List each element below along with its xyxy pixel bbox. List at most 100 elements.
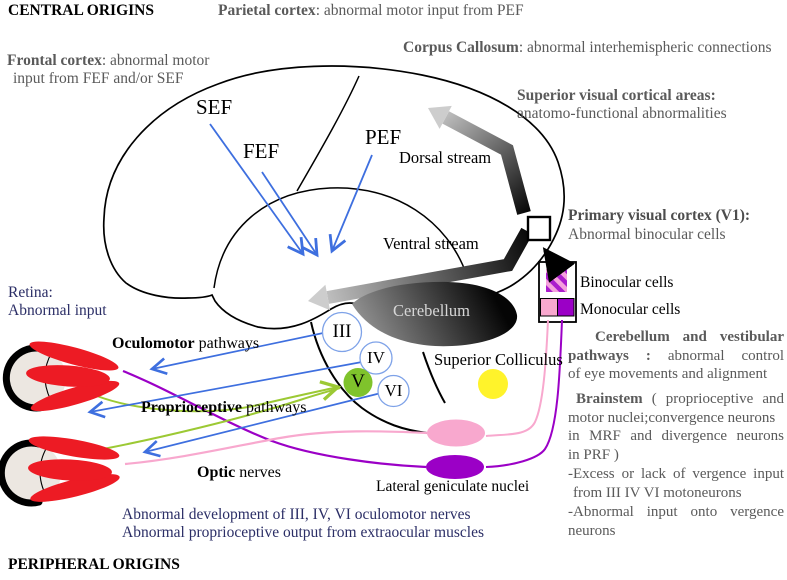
monocular-pink-swatch — [540, 298, 558, 317]
dorsal-stream-arrow — [442, 111, 531, 215]
frontal-annotation-rest: : abnormal motor — [101, 52, 210, 69]
cv-line2-bold: pathways : — [568, 347, 651, 364]
cells-legend-box — [538, 261, 577, 323]
lower-eyeball — [1, 443, 61, 503]
oculomotor-line-iii — [149, 331, 329, 376]
ventral-stream-label: Ventral stream — [383, 234, 479, 253]
oculomotor-label-rest: pathways — [194, 335, 260, 352]
lower-eye — [0, 436, 120, 507]
nerve-vi-numeral: VI — [384, 381, 403, 400]
corpus-callosum-rest: : abnormal interhemispheric connections — [518, 39, 772, 56]
cerebrum-outline — [103, 65, 566, 294]
parietal-annotation-bold: Parietal cortex — [218, 2, 316, 19]
upper-eye-muscle-mid — [26, 365, 110, 387]
dorsal-stream-arrowhead — [428, 105, 452, 129]
legend-to-v1-arrow — [542, 247, 576, 283]
abnormal-line1: -Abnormal input onto vergence — [568, 504, 784, 520]
optic-label-bold: Optic — [197, 464, 236, 481]
proprioceptive-line-upper — [96, 380, 342, 413]
optic-nerves-label: Optic nerves — [197, 464, 281, 482]
brainstem-line4: in PRF ) — [568, 446, 619, 463]
oculomotor-line-vi — [142, 392, 382, 458]
optic-label-rest: nerves — [235, 464, 281, 481]
cerebrum-bottom-edge — [102, 217, 358, 330]
brainstem-line1-bold: Brainstem — [576, 391, 643, 407]
fef-arrow — [261, 171, 319, 258]
oculomotor-label-bold: Oculomotor — [112, 335, 195, 352]
nerve-circle-v — [343, 368, 373, 397]
sef-label: SEF — [196, 95, 233, 119]
nerve-circle-vi — [377, 374, 410, 408]
nerve-circle-iii — [321, 311, 363, 353]
brainstem-line1: Brainstem ( proprioceptive and — [568, 390, 784, 409]
brainstem-posterior-line — [422, 351, 446, 404]
purple-swatch-to-lgn-line — [485, 319, 563, 468]
monocular-purple-swatch — [557, 298, 575, 317]
ventral-stream-arrow — [326, 227, 533, 304]
excess-line2: from III IV VI motoneurons — [573, 484, 742, 501]
superior-visual-line2: anatomo-functional abnormalities — [517, 105, 727, 122]
cerebellum-vestibular-paragraph: Cerebellum and vestibular pathways : abn… — [568, 328, 784, 384]
nerve-iii-numeral: III — [332, 321, 352, 342]
frontal-annotation-line1: Frontal cortex: abnormal motor — [7, 52, 209, 70]
proprioceptive-label-bold: Proprioceptive — [141, 399, 243, 416]
brainstem-line3: in MRF and divergence neurons — [568, 428, 784, 444]
bottom-annotation-line1: Abnormal development of III, IV, VI ocul… — [122, 506, 471, 523]
corpus-callosum-bold: Corpus Callosum — [403, 39, 519, 56]
fef-label: FEF — [243, 139, 280, 163]
pink-swatch-to-lgn-line — [485, 319, 549, 437]
superior-colliculus-label: Superior Colliculus — [434, 350, 563, 369]
parietal-annotation-rest: : abnormal motor input from PEF — [315, 2, 524, 19]
brainstem-line2: motor nuclei;convergence neurons — [568, 409, 776, 426]
dorsal-stream-label: Dorsal stream — [399, 148, 492, 167]
v1-annotation-heading: Primary visual cortex (V1): — [568, 207, 751, 224]
parietal-annotation: Parietal cortex: abnormal motor input fr… — [218, 2, 524, 20]
proprioceptive-label-rest: pathways — [242, 399, 307, 416]
lower-eye-muscle-top — [28, 436, 120, 460]
brainstem-paragraph: Brainstem ( proprioceptive and motor nuc… — [568, 390, 784, 464]
brainstem-line1-rest: ( proprioceptive and — [642, 391, 784, 407]
upper-eye-muscle-bottom — [30, 380, 120, 412]
upper-eye-sclera-arc — [2, 344, 48, 412]
superior-colliculus-dot — [478, 369, 508, 399]
lower-eye-muscle-bottom — [30, 474, 120, 502]
brainstem-outline — [310, 321, 428, 434]
binocular-cells-label: Binocular cells — [580, 274, 674, 291]
binocular-swatch — [546, 269, 567, 292]
corpus-callosum-annotation: Corpus Callosum: abnormal interhemispher… — [403, 39, 772, 57]
v1-square — [526, 215, 552, 242]
nerve-v-numeral: V — [351, 371, 365, 392]
frontal-annotation-line2: input from FEF and/or SEF — [13, 70, 184, 87]
retina-label-line1: Retina: — [8, 284, 53, 301]
upper-eye — [2, 341, 120, 412]
pef-arrow — [328, 154, 373, 254]
frontal-annotation-bold: Frontal cortex — [7, 52, 102, 69]
vergence-excess-paragraph: -Excess or lack of vergence input from I… — [568, 465, 784, 502]
retina-label-line2: Abnormal input — [8, 302, 107, 319]
pef-label: PEF — [365, 125, 402, 149]
oculomotor-pathways-label: Oculomotor pathways — [112, 335, 259, 353]
lateral-sulcus-arc — [213, 187, 468, 289]
lgn-pink-ellipse — [427, 419, 485, 447]
peripheral-origins-title: PERIPHERAL ORIGINS — [8, 556, 180, 573]
ventral-stream-arrowhead — [308, 284, 330, 311]
central-sulcus-line — [296, 75, 360, 192]
optic-nerve-pink — [124, 430, 428, 466]
vergence-abnormal-paragraph: -Abnormal input onto vergence neurons — [568, 503, 784, 540]
superior-visual-line1: Superior visual cortical areas: — [517, 87, 716, 104]
nerve-iv-numeral: IV — [367, 348, 385, 367]
upper-eye-muscle-top — [29, 341, 119, 371]
v1-annotation-line2: Abnormal binocular cells — [568, 226, 726, 243]
monocular-cells-label: Monocular cells — [580, 301, 681, 318]
sef-arrow — [209, 123, 305, 257]
excess-line1: -Excess or lack of vergence input — [568, 466, 784, 482]
bottom-annotation-line2: Abnormal proprioceptive output from extr… — [122, 524, 484, 541]
proprioceptive-pathways-label: Proprioceptive pathways — [141, 399, 306, 417]
cv-line3: of eye movements and alignment — [568, 366, 768, 382]
abnormal-line2: neurons — [568, 522, 616, 539]
cerebellum-label: Cerebellum — [393, 301, 470, 320]
optic-nerve-purple — [122, 369, 427, 469]
central-origins-title: CENTRAL ORIGINS — [8, 2, 154, 19]
cv-line2-rest: abnormal control — [650, 347, 784, 364]
